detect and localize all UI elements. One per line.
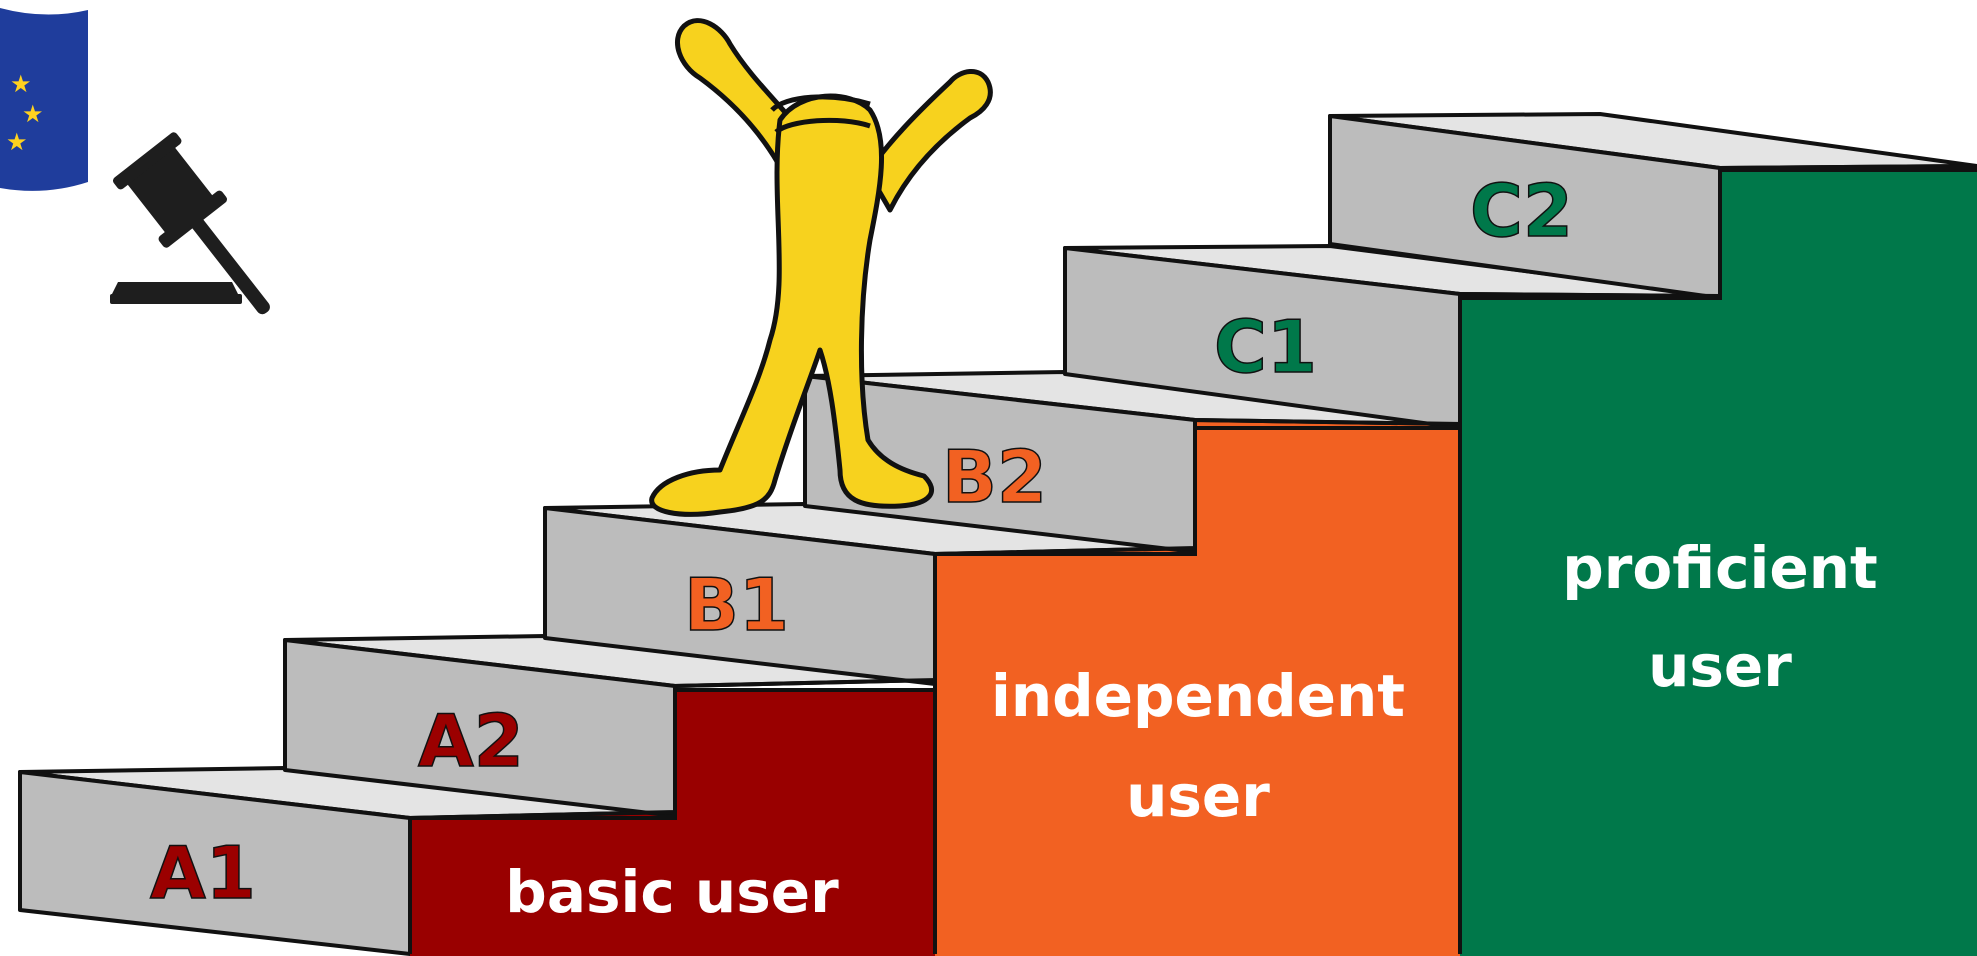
eu-flag-icon: ★ ★ ★ [0,8,88,191]
svg-text:★: ★ [6,128,28,156]
basic-user-label: basic user [505,858,839,926]
stick-figure-icon [649,18,993,517]
svg-text:★: ★ [22,100,44,128]
level-a1-label: A1 [150,831,256,915]
independent-user-label-line1: independent [991,662,1405,730]
level-c1-label: C1 [1214,305,1317,389]
staircase [18,112,1977,956]
proficient-user-label-line2: user [1648,632,1792,700]
level-a2-label: A2 [418,699,524,783]
level-b2-label: B2 [942,435,1047,519]
independent-user-label-line2: user [1126,762,1270,830]
svg-text:★: ★ [10,70,32,98]
gavel-icon [110,132,270,315]
level-b1-label: B1 [684,563,789,647]
level-c2-label: C2 [1470,169,1573,253]
proficient-user-label-line1: proficient [1562,534,1878,602]
